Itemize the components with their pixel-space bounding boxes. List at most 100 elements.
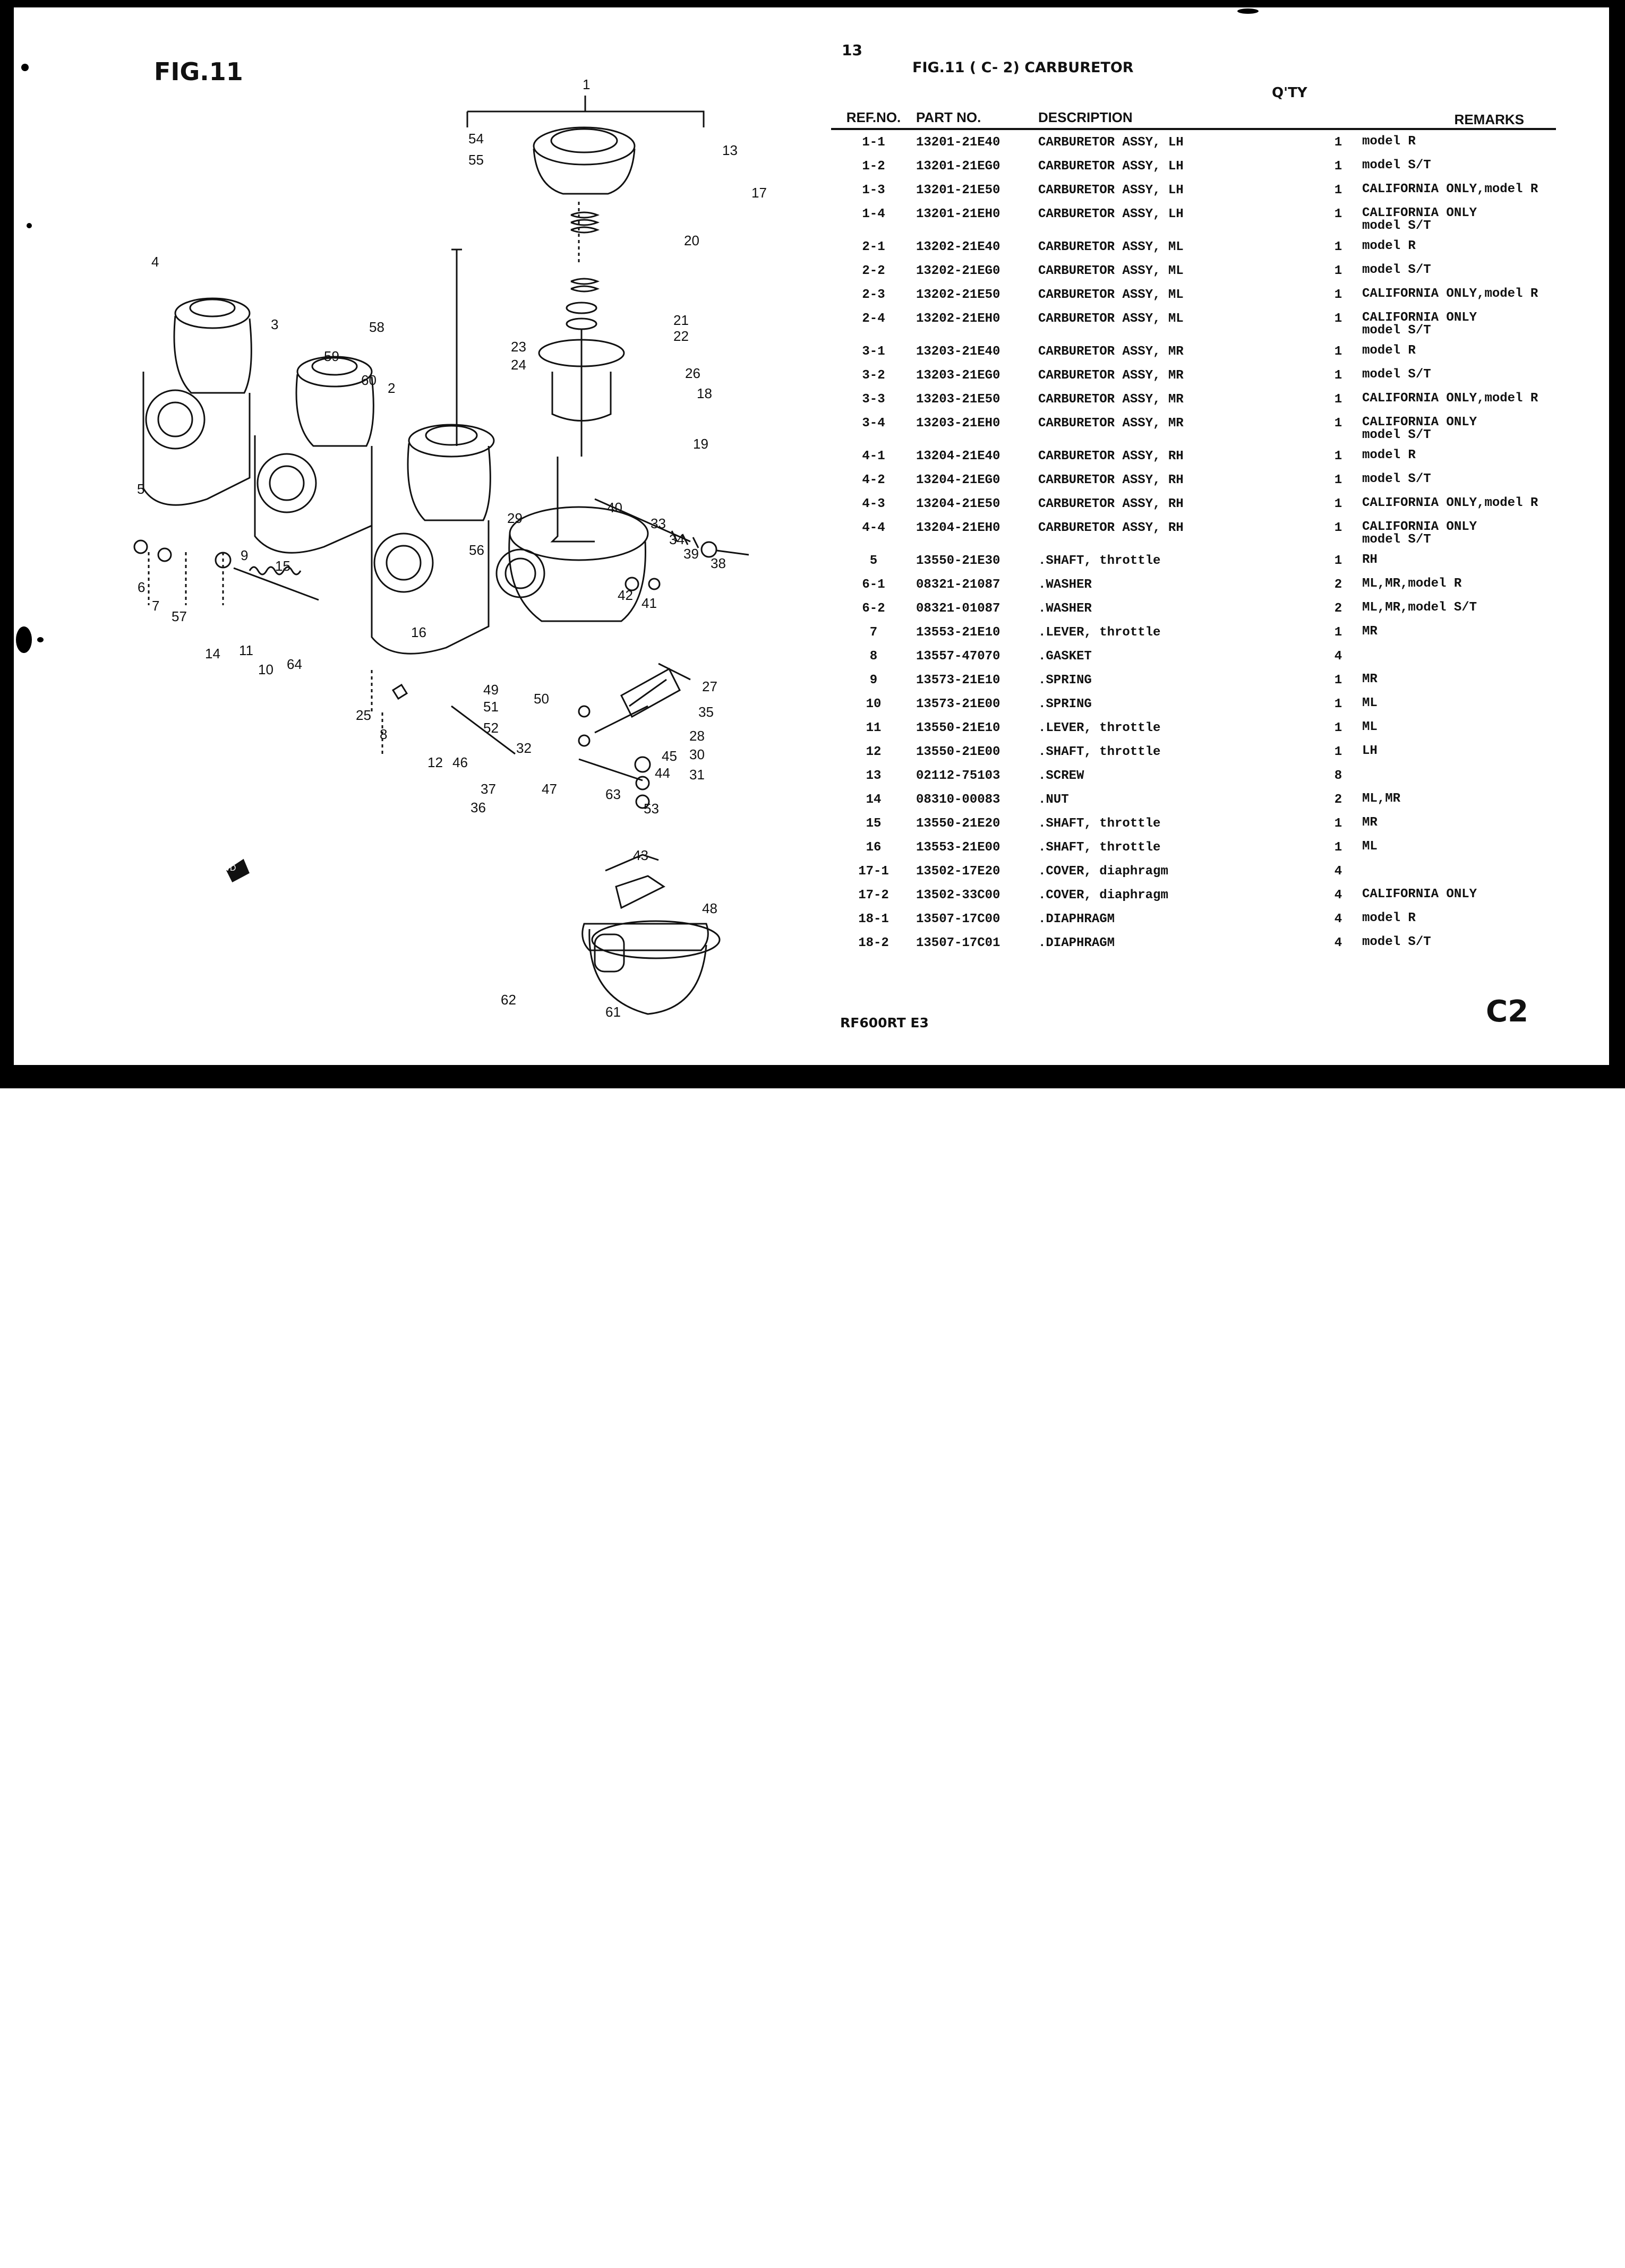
carburetor-exploded-diagram: 1 2 3 4 5 6 7 8 9 10 11 12 13 14 15 16 1… bbox=[85, 74, 775, 1078]
part-no-cell: 13201-21EG0 bbox=[916, 159, 1000, 174]
callout-61: 61 bbox=[605, 1004, 621, 1020]
callout-34: 34 bbox=[669, 531, 685, 547]
remarks-line: CALIFORNIA ONLY,model R bbox=[1362, 182, 1538, 196]
ref-cell: 11 bbox=[866, 721, 882, 735]
part-no-cell: 13557-47070 bbox=[916, 649, 1000, 664]
remarks-line: CALIFORNIA ONLY bbox=[1362, 415, 1477, 429]
callout-30: 30 bbox=[689, 746, 705, 762]
qty-cell: 8 bbox=[1334, 769, 1342, 783]
remarks-line: MR bbox=[1362, 672, 1378, 686]
callout-9: 9 bbox=[241, 547, 248, 563]
qty-cell: 1 bbox=[1334, 288, 1342, 302]
parts-table: REF.NO. PART NO. DESCRIPTION REMARKS 1-1… bbox=[831, 108, 1556, 955]
page-number: 13 bbox=[842, 41, 862, 59]
callout-33: 33 bbox=[651, 516, 666, 531]
ref-cell: 2-3 bbox=[862, 288, 885, 302]
ref-cell: 3-4 bbox=[862, 416, 885, 431]
remarks-cell: ML bbox=[1362, 697, 1556, 710]
callout-28: 28 bbox=[689, 728, 705, 744]
ref-cell: 4-2 bbox=[862, 473, 885, 487]
scan-border-left bbox=[0, 0, 14, 1088]
remarks-line: model S/T bbox=[1362, 472, 1431, 486]
part-no-cell: 13553-21E00 bbox=[916, 840, 1000, 855]
callout-12: 12 bbox=[427, 754, 443, 770]
callout-7: 7 bbox=[152, 598, 159, 614]
remarks-line: RH bbox=[1362, 553, 1378, 567]
remarks-cell: model R bbox=[1362, 912, 1556, 925]
part-no-cell: 13203-21E40 bbox=[916, 345, 1000, 359]
callout-35: 35 bbox=[698, 704, 714, 720]
callout-1: 1 bbox=[583, 76, 590, 92]
qty-cell: 1 bbox=[1334, 745, 1342, 759]
model-code: RF600RT E3 bbox=[840, 1015, 929, 1030]
callout-38: 38 bbox=[711, 555, 726, 571]
ref-cell: 2-4 bbox=[862, 312, 885, 326]
part-no-cell: 13204-21EG0 bbox=[916, 473, 1000, 487]
description-cell: .SPRING bbox=[1038, 673, 1092, 688]
ref-cell: 16 bbox=[866, 840, 882, 855]
description-cell: CARBURETOR ASSY, LH bbox=[1038, 135, 1184, 150]
remarks-line: model S/T bbox=[1362, 935, 1431, 949]
qty-cell: 1 bbox=[1334, 817, 1342, 831]
part-no-cell: 13202-21EG0 bbox=[916, 264, 1000, 278]
scan-speck bbox=[21, 64, 29, 71]
part-no-cell: 13203-21E50 bbox=[916, 392, 1000, 407]
scan-border-bottom bbox=[0, 1065, 1625, 1088]
ref-cell: 5 bbox=[869, 554, 878, 568]
remarks-cell: MR bbox=[1362, 817, 1556, 829]
callout-45: 45 bbox=[662, 748, 677, 764]
callout-18: 18 bbox=[697, 385, 712, 401]
description-cell: .GASKET bbox=[1038, 649, 1092, 664]
qty-cell: 1 bbox=[1334, 416, 1342, 431]
remarks-line: CALIFORNIA ONLY bbox=[1362, 206, 1477, 220]
remarks-cell: ML,MR,model R bbox=[1362, 578, 1556, 590]
description-cell: CARBURETOR ASSY, RH bbox=[1038, 521, 1184, 535]
callout-52: 52 bbox=[483, 720, 499, 736]
callout-20: 20 bbox=[684, 233, 699, 248]
page-title: FIG.11 ( C- 2) CARBURETOR bbox=[912, 59, 1134, 76]
description-cell: CARBURETOR ASSY, ML bbox=[1038, 264, 1184, 278]
qty-cell: 2 bbox=[1334, 578, 1342, 592]
remarks-cell: ML bbox=[1362, 840, 1556, 853]
description-cell: .SCREW bbox=[1038, 769, 1084, 783]
callout-31: 31 bbox=[689, 767, 705, 783]
part-no-cell: 13550-21E30 bbox=[916, 554, 1000, 568]
qty-cell: 1 bbox=[1334, 721, 1342, 735]
qty-column-header: Q'TY bbox=[1272, 85, 1307, 101]
qty-cell: 4 bbox=[1334, 888, 1342, 903]
scan-border-right bbox=[1609, 0, 1625, 1088]
ref-cell: 3-2 bbox=[862, 368, 885, 383]
part-no-cell: 13204-21E50 bbox=[916, 497, 1000, 511]
remarks-line: ML,MR bbox=[1362, 792, 1401, 806]
part-no-cell: 13204-21EH0 bbox=[916, 521, 1000, 535]
part-no-cell: 13202-21E40 bbox=[916, 240, 1000, 254]
scan-border-top bbox=[0, 0, 1625, 7]
ref-cell: 3-1 bbox=[862, 345, 885, 359]
remarks-cell: model R bbox=[1362, 345, 1556, 357]
callout-42: 42 bbox=[618, 587, 633, 603]
scan-speck bbox=[37, 637, 44, 642]
remarks-line: LH bbox=[1362, 744, 1378, 758]
remarks-cell: model S/T bbox=[1362, 936, 1556, 949]
callout-48: 48 bbox=[702, 900, 717, 916]
scan-speck bbox=[1237, 8, 1259, 14]
qty-cell: 4 bbox=[1334, 912, 1342, 926]
callout-41: 41 bbox=[642, 595, 657, 611]
qty-cell: 1 bbox=[1334, 312, 1342, 326]
part-no-cell: 13201-21E50 bbox=[916, 183, 1000, 197]
callout-54: 54 bbox=[468, 131, 484, 147]
qty-cell: 1 bbox=[1334, 183, 1342, 197]
